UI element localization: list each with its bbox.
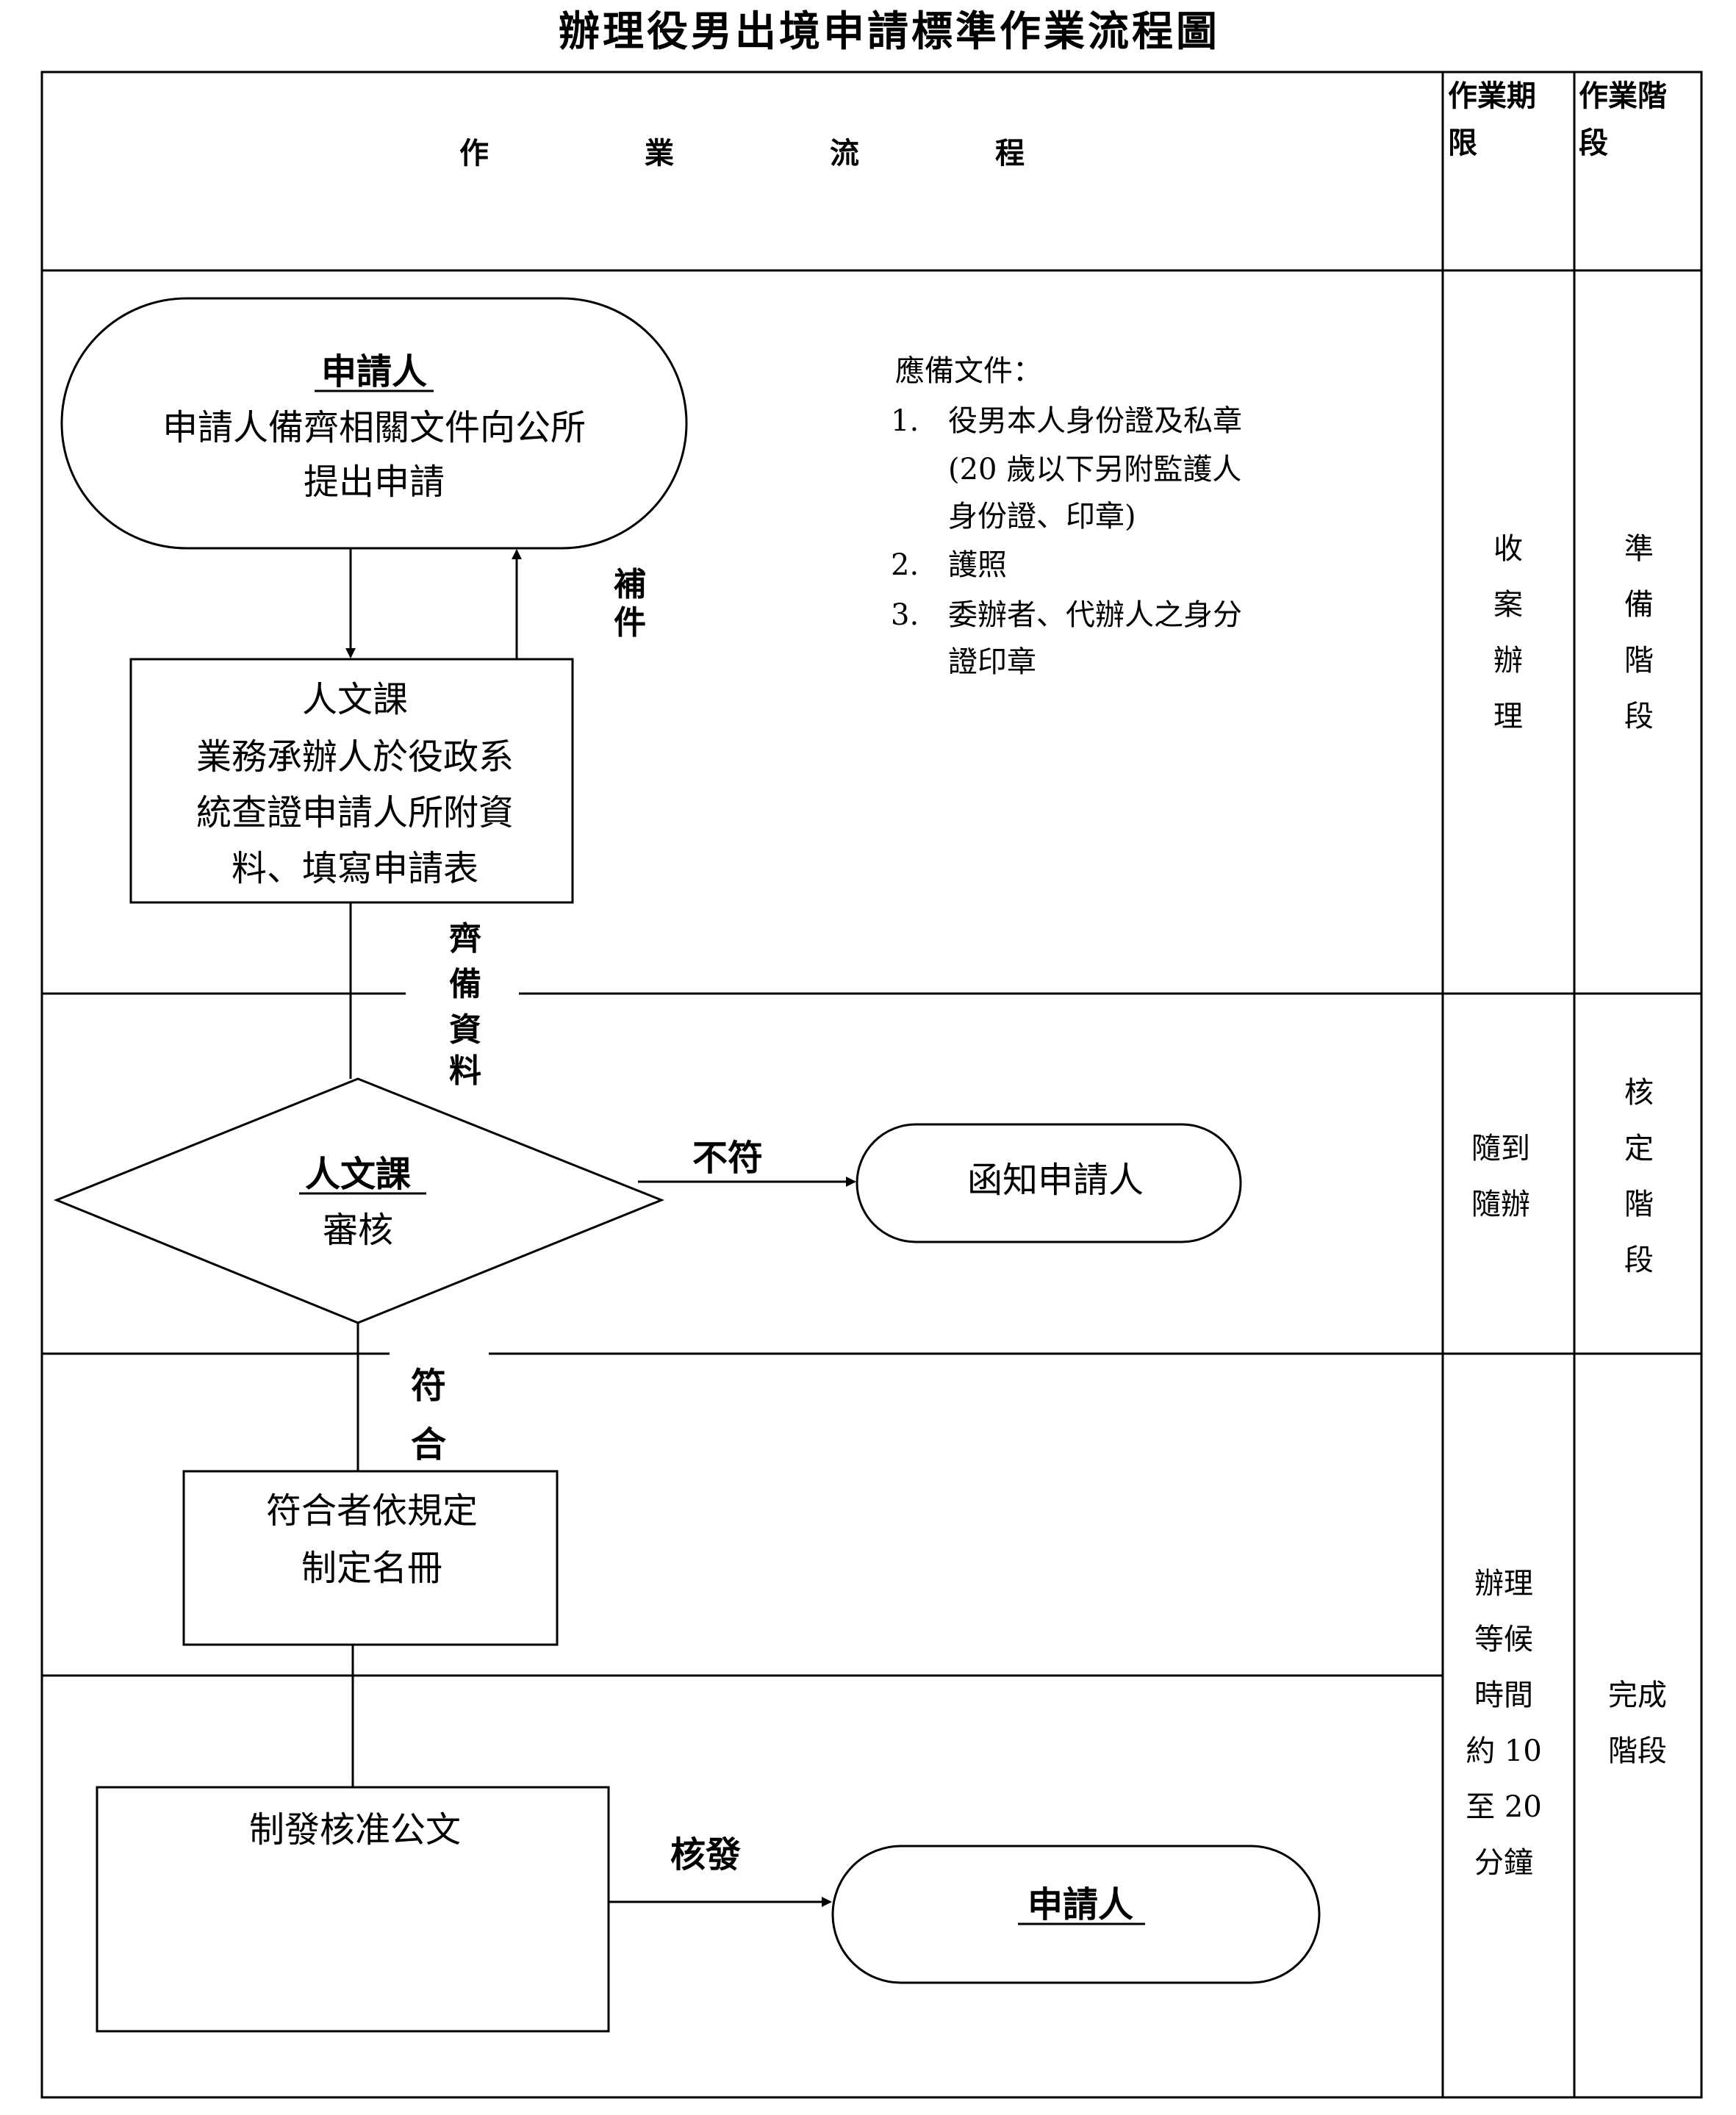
humanities-check-line: 業務承辦人於役政系 [196,736,514,778]
stage-char: 核 [1624,1076,1654,1110]
issue-label: 核發 [670,1834,741,1875]
deadline-line: 隨到 [1471,1132,1530,1166]
review-decision-node: 人文課 審核 [54,1077,665,1324]
stage-cell-2: 核 定 階 段 [1624,1076,1654,1277]
stage-char: 準 [1624,532,1654,566]
document-item-number: 2. [891,548,919,582]
stage-line: 階段 [1608,1734,1667,1768]
stage-line: 完成 [1608,1678,1667,1712]
applicant-start-line: 申請人備齊相關文件向公所 [162,407,586,448]
deadline-cell-2: 隨到 隨辦 [1471,1132,1530,1221]
header-process: 作 業 流 程 [459,136,1025,170]
deadline-char: 收 [1493,532,1523,566]
document-item-line: 護照 [948,548,1007,582]
humanities-check-line: 統查證申請人所附資 [196,792,514,833]
complete-docs-char: 備 [449,966,481,1003]
documents-heading: 應備文件： [895,354,1042,388]
header-deadline: 作業期 限 [1448,79,1536,160]
document-item-number: 1. [891,404,919,438]
deadline-line: 等候 [1474,1623,1533,1656]
stage-cell-3: 完成 階段 [1608,1678,1667,1768]
humanities-check-node: 人文課 業務承辦人於役政系 統查證申請人所附資 料、填寫申請表 [129,658,574,904]
deadline-char: 理 [1493,700,1523,733]
complete-docs-char: 料 [449,1052,481,1090]
header-stage-line: 作業階 [1579,79,1667,113]
document-item-line: 役男本人身份證及私章 [948,404,1242,438]
notify-applicant-node: 函知申請人 [856,1123,1242,1243]
header-deadline-line: 作業期 [1448,79,1536,113]
applicant-end-node: 申請人 [831,1845,1321,1984]
supplement-char: 件 [614,604,646,642]
document-item-line: (20 歲以下另附監護人 [948,453,1241,486]
deadline-line: 分鐘 [1474,1846,1533,1880]
match-label: 符 合 [411,1365,446,1465]
document-item-number: 3. [891,598,919,632]
issue-document-node: 制發核准公文 [96,1786,610,2033]
match-char: 合 [411,1424,446,1465]
header-stage: 作業階 段 [1579,79,1667,160]
review-label: 審核 [323,1210,393,1251]
document-item-line: 證印章 [948,645,1036,679]
stage-char: 定 [1624,1132,1654,1166]
not-match-label: 不符 [692,1138,763,1179]
stage-char: 段 [1624,1243,1654,1277]
stage-cell-1: 準 備 階 段 [1624,532,1654,733]
match-char: 符 [411,1365,446,1407]
deadline-line: 隨辦 [1471,1188,1530,1221]
applicant-end-label: 申請人 [1027,1884,1133,1925]
applicant-start-line: 提出申請 [304,462,445,503]
header-deadline-line: 限 [1448,126,1477,160]
applicant-start-heading: 申請人 [321,351,427,392]
deadline-line: 至 20 [1466,1790,1542,1824]
humanities-check-line: 料、填寫申請表 [232,848,478,889]
complete-docs-char: 資 [449,1011,481,1049]
register-list-node: 符合者依規定 制定名冊 [182,1470,559,1646]
stage-char: 備 [1624,588,1654,622]
document-item-line: 委辦者、代辦人之身分 [948,598,1242,632]
deadline-line: 辦理 [1474,1567,1533,1601]
notify-applicant-label: 函知申請人 [967,1160,1144,1201]
register-list-line: 符合者依規定 [266,1490,478,1532]
humanities-check-line: 人文課 [302,679,408,720]
deadline-cell-3: 辦理 等候 時間 約 10 至 20 分鐘 [1466,1567,1542,1880]
table-frame [40,71,1703,2099]
header-process-char: 作 [459,136,489,170]
complete-docs-char: 齊 [449,920,481,958]
header-stage-line: 段 [1579,126,1608,160]
stage-char: 階 [1624,1188,1654,1221]
register-list-line: 制定名冊 [301,1548,442,1589]
header-process-char: 流 [830,136,859,170]
deadline-char: 案 [1493,588,1523,622]
deadline-char: 辦 [1493,644,1523,678]
header-process-char: 業 [645,136,674,170]
review-heading: 人文課 [305,1154,411,1195]
applicant-start-node: 申請人 申請人備齊相關文件向公所 提出申請 [60,297,688,550]
document-item-line: 身份證、印章) [948,500,1136,534]
documents-note: 應備文件： 1. 役男本人身份證及私章 (20 歲以下另附監護人 身份證、印章)… [891,354,1242,679]
deadline-cell-1: 收 案 辦 理 [1493,532,1523,733]
deadline-line: 約 10 [1466,1734,1542,1768]
supplement-char: 補 [614,566,646,603]
supplement-label: 補 件 [614,566,646,642]
issue-document-label: 制發核准公文 [249,1809,461,1850]
complete-docs-label: 齊 備 資 料 [449,920,481,1090]
stage-char: 段 [1624,700,1654,733]
header-process-char: 程 [995,136,1025,170]
stage-char: 階 [1624,644,1654,678]
deadline-line: 時間 [1474,1678,1533,1712]
page-title: 辦理役男出境申請標準作業流程圖 [559,7,1220,56]
